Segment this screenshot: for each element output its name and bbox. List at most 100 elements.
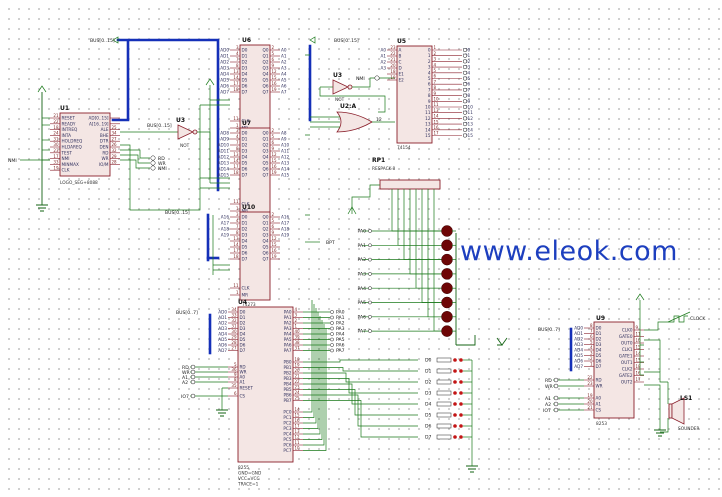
terminal xyxy=(462,47,468,53)
pin-label: Q4 xyxy=(263,239,269,244)
pin-label: A1 xyxy=(596,402,602,407)
pin-number: 9 xyxy=(434,91,437,96)
pin-label: CLK0 xyxy=(622,328,633,333)
u5-output-pins: 01IO012IO123IO234IO345IO456IO567IO678IO7… xyxy=(425,45,473,138)
pin-number: 17 xyxy=(53,154,59,159)
pin-number: 3 xyxy=(236,128,239,133)
address-data-bus[interactable] xyxy=(111,38,573,372)
pin-number: 13 xyxy=(434,108,440,113)
u9-caption: 8253 xyxy=(596,421,607,427)
pin-label: Q6 xyxy=(263,84,269,89)
net-label-nmi: NMI xyxy=(8,158,17,164)
pin-net-label: A9 xyxy=(281,137,287,142)
u2a-or-gate[interactable]: U2:A 12 xyxy=(310,103,395,133)
u9-timer-8253[interactable]: U9 8253 D08AD0D17AD1D26AD2D35AD3D44AD4D5… xyxy=(574,315,644,427)
pin-label: CS xyxy=(240,394,246,399)
u6-latch-74273[interactable]: U674273D03AD0Q02A0D14AD1Q15A1D27AD2Q26A2… xyxy=(220,37,287,141)
pin-label: D2 xyxy=(242,60,248,65)
switch-body xyxy=(436,368,452,374)
pin-number: 16 xyxy=(272,164,278,169)
pin-net-label: AD3 xyxy=(574,342,583,347)
pin-number: 2 xyxy=(272,212,275,217)
pin-label: D3 xyxy=(596,342,602,347)
pin-number: 23 xyxy=(587,381,593,386)
pin-number: 8 xyxy=(236,63,239,68)
pin-label: PC7 xyxy=(283,448,291,453)
pin-number: 4 xyxy=(434,62,437,67)
pin-number-clk: 11 xyxy=(233,283,239,288)
pin-number: 17 xyxy=(434,131,440,136)
pin-net-label: A11 xyxy=(281,149,290,154)
pin-label: Q6 xyxy=(263,167,269,172)
pin-number: 27 xyxy=(112,136,118,141)
u3b-not-gate[interactable]: U3 NOT NMI xyxy=(319,72,395,113)
pin-number: 33 xyxy=(231,313,237,318)
pin-number: 15 xyxy=(272,75,278,80)
pin-net-label: A7 xyxy=(281,90,287,95)
pin-label: 11 xyxy=(425,110,431,115)
u1-caption: LOGO_SEG+8088 xyxy=(60,180,98,186)
pin-label-mr: MR xyxy=(242,293,249,298)
pin-number: 19 xyxy=(390,75,396,80)
latch_u6-ref: U6 xyxy=(242,37,251,44)
pin-number: 14 xyxy=(434,114,440,119)
u7-latch-74273[interactable]: U774273D03AD8Q02A8D14AD9Q15A9D27AD10Q26A… xyxy=(218,120,290,224)
pin-number: 18 xyxy=(233,170,239,175)
pin-number: 2 xyxy=(434,51,437,56)
pin-label: WR xyxy=(101,156,108,161)
terminal xyxy=(462,110,468,115)
pin-label: D2 xyxy=(240,321,246,326)
pin-net-label: A14 xyxy=(281,167,290,172)
pin-label: IO/M xyxy=(99,162,109,167)
pin-net-label: A19 xyxy=(221,233,230,238)
terminal xyxy=(462,116,468,121)
pin-net-label: AD7 xyxy=(218,348,227,353)
terminal xyxy=(462,93,468,98)
pin-label: Q0 xyxy=(263,131,269,136)
ls1-sounder[interactable]: LS1 SOUNDER xyxy=(660,382,699,433)
pin-label: PA3 xyxy=(284,326,292,331)
u3-not-gate[interactable]: U3 NOT xyxy=(176,117,211,178)
pin-number: 16 xyxy=(636,371,642,376)
pin-net-label: IO14 xyxy=(463,127,473,132)
watermark-text: www.eleok.com xyxy=(460,236,678,267)
net-label-bus-u10: BUS[0..15] xyxy=(165,210,190,216)
pin-label: OUT0 xyxy=(621,341,633,346)
pin-net-label: A18 xyxy=(221,227,230,232)
switch-body xyxy=(436,423,452,429)
u9-control-wiring: RD WR A1 A2 IO7 xyxy=(543,293,668,437)
u4-net-rd: RD xyxy=(182,365,189,371)
pin-label: D1 xyxy=(242,137,248,142)
rp1-resistor-pack[interactable]: RP1 RESPACK-8 xyxy=(347,157,441,215)
clock-generator[interactable]: CLOCK xyxy=(667,311,706,323)
pin-label: Q7 xyxy=(263,257,269,262)
pin-number: 40 xyxy=(295,329,301,334)
pin-number: 32 xyxy=(231,318,237,323)
rp1-caption: RESPACK-8 xyxy=(372,166,396,172)
u4-pins: D034AD0D133AD1D232AD2D331AD3D430AD4D529A… xyxy=(218,307,303,453)
pin-label: 7 xyxy=(428,87,431,92)
pin-label: 9 xyxy=(428,99,431,104)
pin-net-label: A1 xyxy=(281,54,287,59)
u1-cpu-8088[interactable]: U1 LOGO_SEG+8088 RESET21READY22INTREQ18I… xyxy=(50,105,120,186)
pin-number-mr: 1 xyxy=(236,123,239,128)
net-label-bus-top: BUS[0..15] xyxy=(90,38,115,44)
pin-label: PC3 xyxy=(283,426,291,431)
pin-number: 16 xyxy=(295,418,301,423)
pin-number: 28 xyxy=(231,340,237,345)
pin-label: D0 xyxy=(240,310,246,315)
pin-net-label: A13 xyxy=(281,161,290,166)
pin-net-label: AD3 xyxy=(218,326,227,331)
pin-number: 6 xyxy=(590,334,593,339)
pin-number: 27 xyxy=(231,346,237,351)
switch-label: D0 xyxy=(425,358,432,364)
pin-net-label: A4 xyxy=(281,72,287,77)
pin-number: 2 xyxy=(272,45,275,50)
pin-net-label: A19 xyxy=(281,233,290,238)
